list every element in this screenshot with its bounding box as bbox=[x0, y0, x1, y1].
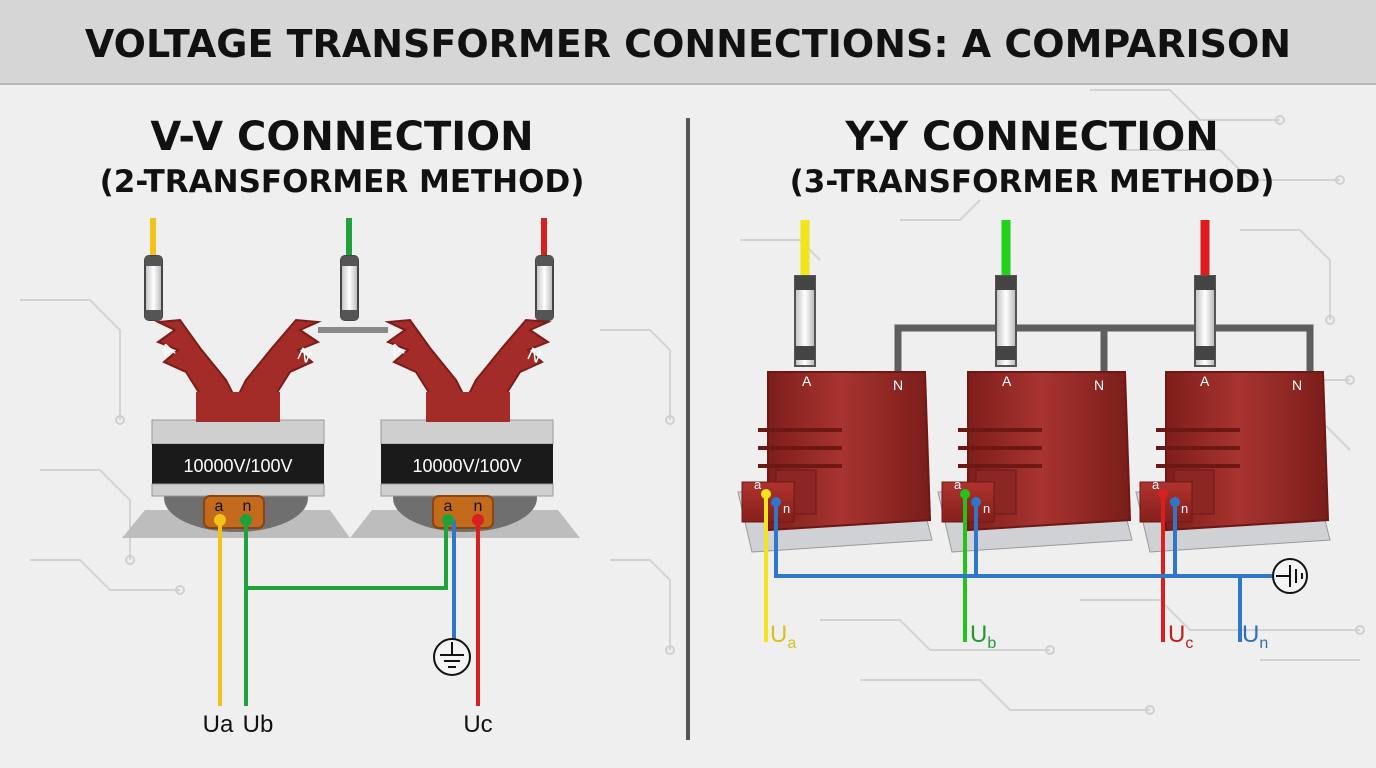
yy-subheading: (3-TRANSFORMER METHOD) bbox=[790, 164, 1275, 200]
yy-output-ub-sub: b bbox=[987, 635, 996, 652]
yy-t2-secondary-n-label: n bbox=[983, 501, 990, 516]
yy-t3-secondary-n-label: n bbox=[1181, 501, 1188, 516]
yy-t1-secondary-n-label: n bbox=[783, 501, 790, 516]
vv-t1-plate-top bbox=[151, 419, 325, 445]
yy-t3-secondary-a-label: a bbox=[1152, 477, 1160, 492]
vv-t1-secondary-n-label: n bbox=[243, 498, 252, 515]
yy-transformer-2: A N a n bbox=[937, 220, 1133, 553]
yy-wire-neutral-bus bbox=[774, 502, 1272, 642]
vv-t2-rating: 10000V/100V bbox=[412, 456, 521, 476]
vv-output-ub: Ub bbox=[243, 711, 274, 738]
yy-primary-neutral-bus bbox=[894, 324, 1314, 375]
yy-t1-fins bbox=[758, 428, 842, 468]
yy-t2-terminal-block bbox=[941, 481, 995, 523]
yy-t3-fins bbox=[1156, 428, 1240, 468]
vv-t1-insulator-neck bbox=[196, 392, 280, 422]
yy-output-un: Un bbox=[1242, 621, 1268, 652]
yy-heading: Y-Y CONNECTION bbox=[844, 114, 1218, 160]
yy-output-ua-sub: a bbox=[787, 635, 796, 652]
vv-wire-common bbox=[246, 520, 448, 590]
yy-output-ua: Ua bbox=[770, 621, 796, 652]
vv-t2-plate-bottom bbox=[380, 483, 554, 497]
title-bar bbox=[0, 0, 1376, 84]
circuit-trace-pattern bbox=[20, 89, 1360, 711]
yy-output-uc-main: U bbox=[1168, 621, 1185, 648]
yy-output-ub: Ub bbox=[970, 621, 996, 652]
yy-output-uc: Uc bbox=[1168, 621, 1193, 652]
vv-t1-rating-plate bbox=[152, 444, 324, 484]
vv-t1-plate-bottom bbox=[151, 483, 325, 497]
yy-transformer-3: A N a n bbox=[1135, 220, 1331, 553]
vv-fuse-a bbox=[144, 255, 163, 321]
ground-icon bbox=[433, 638, 471, 676]
vv-t2-plate-top bbox=[380, 419, 554, 445]
yy-output-uc-sub: c bbox=[1185, 635, 1193, 652]
yy-output-ub-main: U bbox=[970, 621, 987, 648]
vv-fuse-c bbox=[535, 255, 554, 321]
vv-heading: V-V CONNECTION bbox=[150, 114, 533, 160]
vv-t2-secondary-a-label: a bbox=[444, 498, 453, 515]
vv-t2-terminal-box bbox=[432, 495, 494, 529]
circuit-nodes bbox=[115, 115, 1365, 715]
yy-t1-primary-a-label: A bbox=[802, 373, 812, 389]
vv-t2-insulator-body bbox=[384, 318, 552, 411]
yy-t3-terminal-block bbox=[1139, 481, 1193, 523]
yy-t3-primary-a-label: A bbox=[1200, 373, 1210, 389]
vv-transformer-1: A N 10000V/100V a n bbox=[122, 318, 350, 538]
vv-fuse-b bbox=[340, 255, 359, 321]
ground-icon bbox=[1272, 558, 1308, 594]
vv-output-ua: Ua bbox=[203, 711, 234, 738]
vv-t1-insulator-body bbox=[154, 318, 322, 411]
vv-t2-rating-plate bbox=[381, 444, 553, 484]
yy-output-un-sub: n bbox=[1259, 635, 1268, 652]
vv-fuses bbox=[144, 255, 554, 321]
yy-t2-primary-a-label: A bbox=[1002, 373, 1012, 389]
yy-t1-secondary-a-label: a bbox=[754, 477, 762, 492]
yy-t1-primary-n-label: N bbox=[893, 377, 903, 393]
yy-t3-primary-n-label: N bbox=[1292, 377, 1302, 393]
vv-subheading: (2-TRANSFORMER METHOD) bbox=[100, 164, 585, 200]
yy-transformer-1: A N a n bbox=[737, 220, 933, 553]
vv-secondary-wiring bbox=[218, 520, 480, 706]
vv-t1-secondary-a-label: a bbox=[215, 498, 224, 515]
yy-output-un-main: U bbox=[1242, 621, 1259, 648]
yy-t2-fins bbox=[958, 428, 1042, 468]
vv-terminal-dots bbox=[214, 514, 484, 526]
yy-terminal-dots bbox=[761, 489, 1180, 507]
yy-t2-secondary-a-label: a bbox=[954, 477, 962, 492]
page-title: VOLTAGE TRANSFORMER CONNECTIONS: A COMPA… bbox=[85, 22, 1291, 66]
yy-output-ua-main: U bbox=[770, 621, 787, 648]
vv-transformer-2: A N 10000V/100V a n bbox=[350, 318, 580, 538]
vv-incoming-leads bbox=[150, 218, 547, 256]
yy-t2-primary-n-label: N bbox=[1094, 377, 1104, 393]
vv-t2-secondary-n-label: n bbox=[474, 498, 483, 515]
vv-t1-terminal-box bbox=[203, 495, 265, 529]
yy-secondary-wiring bbox=[764, 494, 1272, 642]
vv-t1-rating: 10000V/100V bbox=[183, 456, 292, 476]
vv-output-uc: Uc bbox=[463, 711, 492, 738]
vv-t2-insulator-neck bbox=[426, 392, 510, 422]
